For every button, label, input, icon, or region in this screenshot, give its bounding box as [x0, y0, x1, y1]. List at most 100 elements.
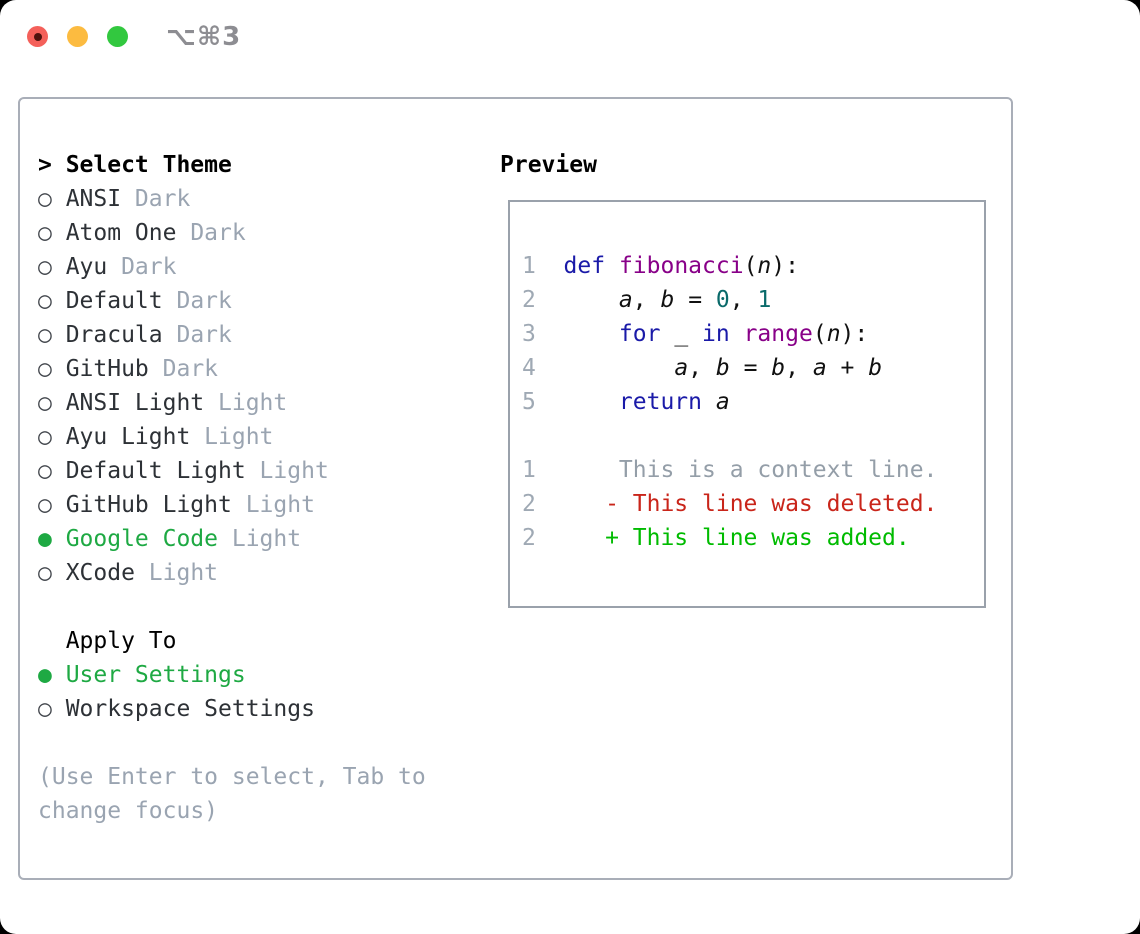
- code-token-var: a: [674, 355, 689, 381]
- code-token-num: 0: [715, 287, 730, 313]
- code-line: 3 for _ in range(n):: [522, 317, 984, 351]
- code-token-plain: ,: [729, 287, 758, 313]
- spacer-row: [38, 590, 426, 624]
- radio-unselected-icon: ○: [38, 560, 52, 586]
- theme-option[interactable]: ○ XCode Light: [38, 556, 426, 590]
- apply-to-option[interactable]: ● User Settings: [38, 658, 426, 692]
- line-number: 2: [522, 525, 536, 551]
- code-token-plain: [564, 389, 619, 415]
- radio-unselected-icon: ○: [38, 390, 52, 416]
- theme-option[interactable]: ○GitHub Dark: [38, 352, 426, 386]
- preview-header: Preview: [500, 148, 597, 182]
- code-token-plain: =: [729, 355, 772, 381]
- theme-variant-tag: Dark: [162, 288, 232, 314]
- theme-option[interactable]: ○Ayu Light Light: [38, 420, 426, 454]
- minimize-button-icon[interactable]: [67, 26, 88, 47]
- preview-label: Preview: [500, 152, 597, 178]
- theme-option[interactable]: ○Default Light Light: [38, 454, 426, 488]
- theme-option[interactable]: ○ ANSI Light Light: [38, 386, 426, 420]
- theme-name: Ayu: [65, 254, 108, 280]
- radio-selected-icon: ●: [38, 526, 52, 552]
- code-token-plain: [564, 355, 675, 381]
- radio-unselected-icon: ○: [38, 288, 52, 314]
- theme-name: Ayu Light: [65, 424, 191, 450]
- apply-to-option-label: Workspace Settings: [65, 696, 315, 722]
- radio-unselected-icon: ○: [38, 458, 52, 484]
- line-number: 5: [522, 389, 536, 415]
- apply-to-option[interactable]: ○Workspace Settings: [38, 692, 426, 726]
- spacer-row: [38, 726, 426, 760]
- code-token-kw: def: [563, 253, 606, 279]
- radio-unselected-icon: ○: [38, 424, 52, 450]
- code-line: 5 return a: [522, 385, 984, 419]
- radio-selected-icon: ●: [38, 662, 52, 688]
- theme-name: Dracula: [65, 322, 163, 348]
- code-token-var: a: [618, 287, 633, 313]
- left-column: >Select Theme ○ ANSI Dark ○Atom One Dark ○ A…: [38, 148, 426, 828]
- select-theme-header: >Select Theme: [38, 148, 426, 182]
- help-text-line-2: change focus): [38, 798, 219, 824]
- apply-to-label: Apply To: [65, 628, 177, 654]
- code-token-plain: _: [660, 321, 703, 347]
- theme-name: Default: [65, 288, 163, 314]
- apply-to-header: Apply To: [38, 624, 426, 658]
- close-button-icon[interactable]: [27, 26, 48, 47]
- theme-option[interactable]: ○Atom One Dark: [38, 216, 426, 250]
- theme-option[interactable]: ○ Ayu Dark: [38, 250, 426, 284]
- line-number: 1: [522, 457, 536, 483]
- theme-variant-tag: Dark: [107, 254, 177, 280]
- theme-variant-tag: Dark: [121, 186, 191, 212]
- theme-option[interactable]: ○ Default Dark: [38, 284, 426, 318]
- theme-name: Google Code: [65, 526, 219, 552]
- select-theme-label: Select Theme: [65, 152, 232, 178]
- code-token-var: b: [715, 355, 730, 381]
- code-token-plain: (: [812, 321, 827, 347]
- radio-unselected-icon: ○: [38, 356, 52, 382]
- theme-option[interactable]: ○Dracula Dark: [38, 318, 426, 352]
- theme-variant-tag: Light: [134, 560, 219, 586]
- theme-option[interactable]: ○ ANSI Dark: [38, 182, 426, 216]
- theme-option[interactable]: ● Google Code Light: [38, 522, 426, 556]
- radio-unselected-icon: ○: [38, 492, 52, 518]
- code-token-plain: [702, 389, 716, 415]
- theme-name: ANSI: [65, 186, 122, 212]
- code-token-plain: ,: [632, 287, 661, 313]
- code-token-plain: ):: [771, 253, 799, 279]
- code-token-var: n: [826, 321, 841, 347]
- theme-variant-tag: Light: [218, 526, 302, 552]
- code-token-kw: for: [618, 321, 661, 347]
- theme-name: ANSI Light: [65, 390, 205, 416]
- theme-name: GitHub Light: [65, 492, 232, 518]
- diff-line-added: 2 + This line was added.: [522, 521, 984, 555]
- diff-text-added: + This line was added.: [563, 525, 910, 551]
- code-token-kw: return: [618, 389, 703, 415]
- code-token-plain: [605, 253, 619, 279]
- apply-to-indent: [38, 624, 66, 658]
- line-number: 2: [522, 287, 536, 313]
- theme-variant-tag: Light: [231, 492, 315, 518]
- code-token-title: range: [743, 321, 813, 347]
- code-token-plain: +: [826, 355, 869, 381]
- theme-list: ○ ANSI Dark ○Atom One Dark ○ Ayu Dark ○ Defaul…: [38, 182, 426, 590]
- theme-option[interactable]: ○ GitHub Light Light: [38, 488, 426, 522]
- code-line: 2 a, b = 0, 1: [522, 283, 984, 317]
- theme-variant-tag: Light: [204, 390, 288, 416]
- code-line: 4 a, b = b, a + b: [522, 351, 984, 385]
- code-token-var: b: [868, 355, 883, 381]
- radio-unselected-icon: ○: [38, 186, 52, 212]
- apply-to-option-label: User Settings: [65, 662, 246, 688]
- right-column: Preview: [500, 148, 597, 182]
- theme-name: Default Light: [65, 458, 246, 484]
- theme-name: XCode: [65, 560, 135, 586]
- window-title: ⌥⌘3: [166, 22, 242, 52]
- code-token-num: 1: [757, 287, 772, 313]
- line-number: 3: [522, 321, 536, 347]
- theme-variant-tag: Dark: [162, 322, 232, 348]
- code-token-var: b: [771, 355, 786, 381]
- theme-selector-panel: >Select Theme ○ ANSI Dark ○Atom One Dark ○ A…: [18, 97, 1013, 880]
- radio-unselected-icon: ○: [38, 254, 52, 280]
- zoom-button-icon[interactable]: [107, 26, 128, 47]
